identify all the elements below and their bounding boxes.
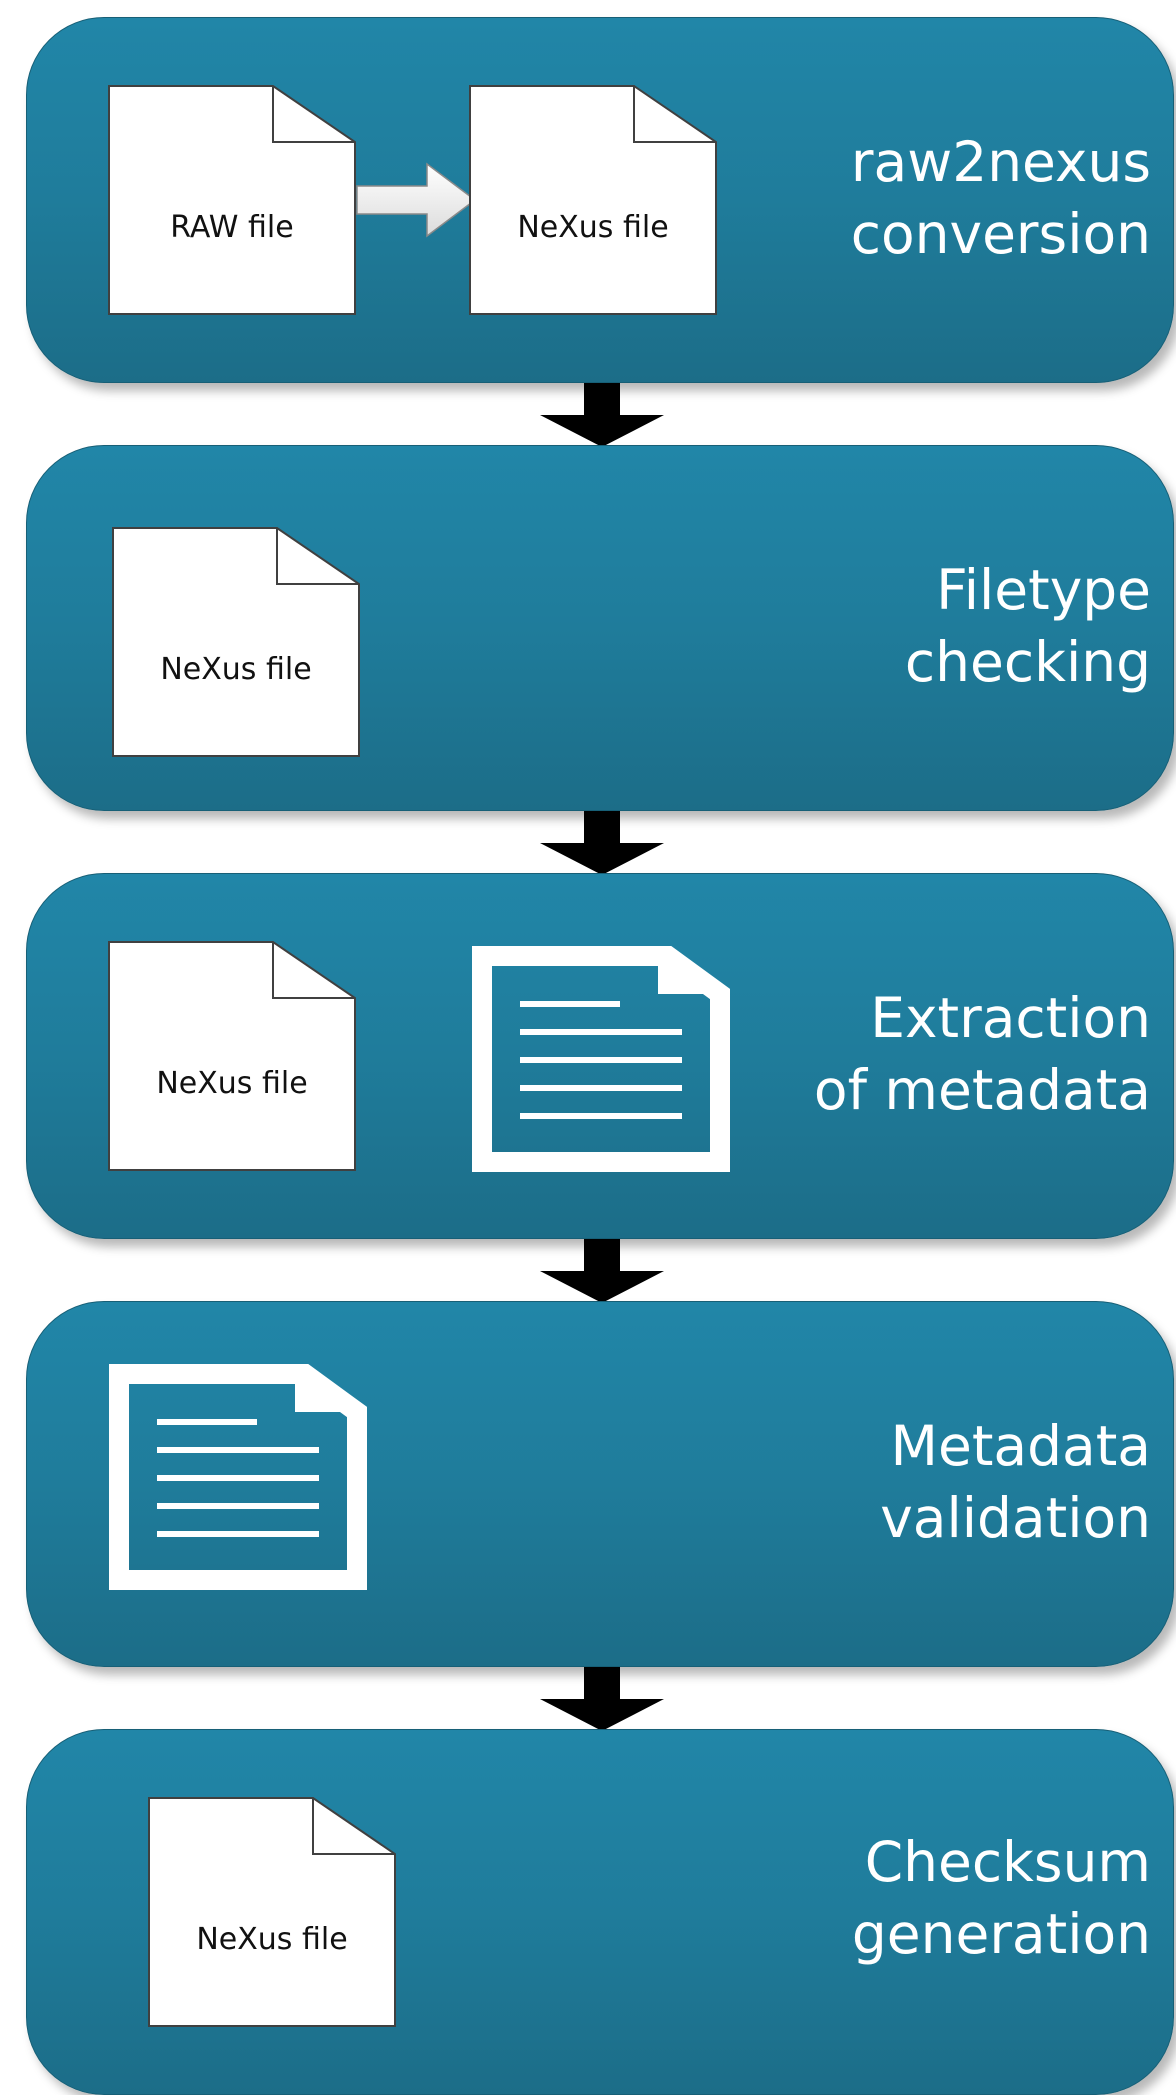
nexus-file-document: NeXus file: [108, 941, 356, 1171]
flow-down-arrow-icon: [540, 1667, 664, 1731]
nexus-file-document: NeXus file: [112, 527, 360, 757]
nexus-file-document: NeXus file: [148, 1797, 396, 2027]
nexus-file-label: NeXus file: [160, 652, 312, 687]
stage-extraction-of-metadata: NeXus file Extraction of metadata: [26, 873, 1174, 1239]
nexus-file-label: NeXus file: [196, 1922, 348, 1957]
stage-title-line1: raw2nexus: [850, 130, 1151, 194]
convert-right-arrow-icon: [356, 162, 477, 238]
stage-title: raw2nexus conversion: [851, 126, 1151, 270]
stage-title-line1: Filetype: [936, 558, 1151, 622]
raw-file-label: RAW file: [170, 210, 294, 245]
stage-title: Filetype checking: [905, 554, 1151, 698]
flow-down-arrow-icon: [540, 383, 664, 447]
stage-title-line2: conversion: [850, 202, 1151, 266]
flow-down-arrow-icon: [540, 811, 664, 875]
stage-title-line1: Extraction: [870, 986, 1151, 1050]
nexus-file-label: NeXus file: [517, 210, 669, 245]
stage-title: Extraction of metadata: [814, 982, 1151, 1126]
stage-raw2nexus-conversion: RAW file NeXus file raw2nexus conversion: [26, 17, 1174, 383]
stage-title-line2: validation: [880, 1486, 1151, 1550]
metadata-document-icon: [109, 1364, 367, 1590]
stage-checksum-generation: NeXus file Checksum generation: [26, 1729, 1174, 2095]
stage-title-line1: Metadata: [890, 1414, 1151, 1478]
stage-title-line1: Checksum: [864, 1830, 1151, 1894]
metadata-document-icon: [472, 946, 730, 1172]
raw-file-document: RAW file: [108, 85, 356, 315]
stage-title-line2: generation: [851, 1902, 1151, 1966]
stage-title: Metadata validation: [880, 1410, 1151, 1554]
stage-title: Checksum generation: [852, 1826, 1151, 1970]
nexus-file-document: NeXus file: [469, 85, 717, 315]
nexus-file-label: NeXus file: [156, 1066, 308, 1101]
stage-metadata-validation: Metadata validation: [26, 1301, 1174, 1667]
stage-filetype-checking: NeXus file Filetype checking: [26, 445, 1174, 811]
flow-down-arrow-icon: [540, 1239, 664, 1303]
stage-title-line2: of metadata: [813, 1058, 1151, 1122]
stage-title-line2: checking: [904, 630, 1151, 694]
